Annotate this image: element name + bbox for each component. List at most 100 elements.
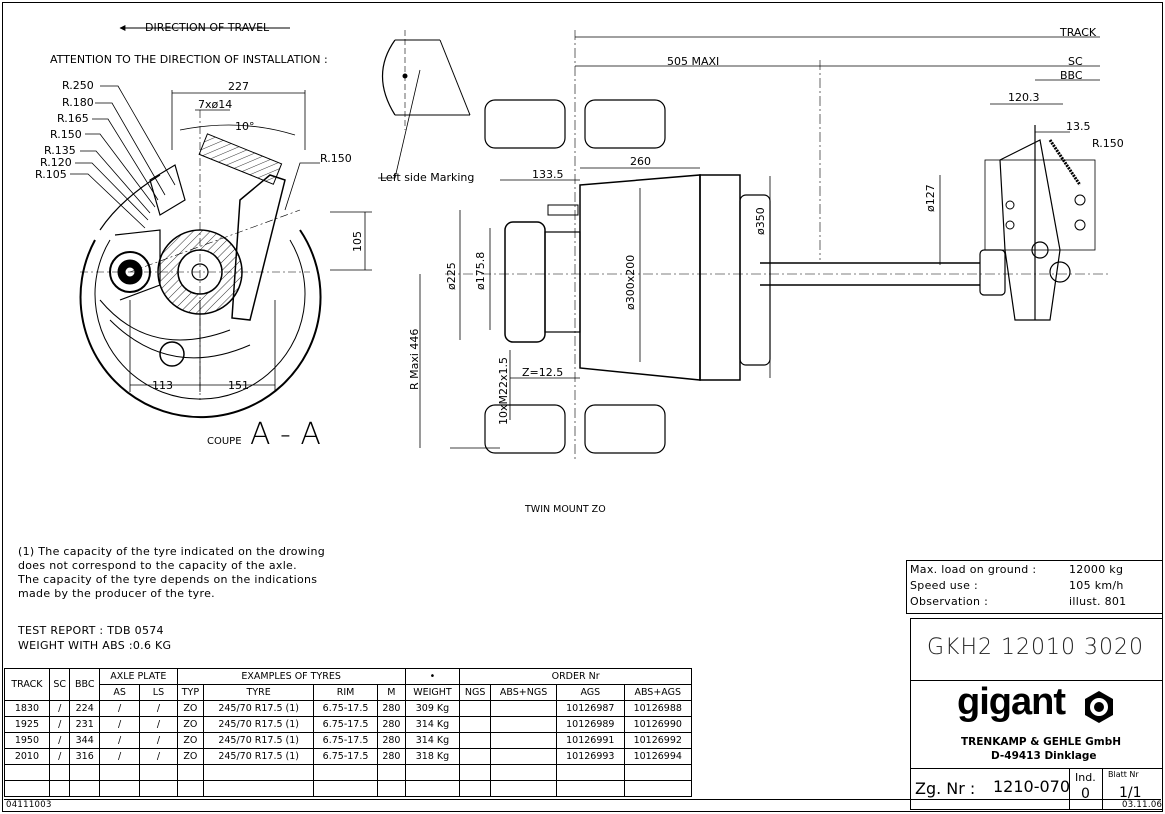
cell-bbc: 224	[69, 700, 100, 717]
dim-505: 505 MAXI	[667, 55, 719, 68]
dim-350: ø350	[754, 207, 767, 235]
cell-absags: 10126992	[623, 732, 692, 749]
cell-absags: 10126994	[623, 748, 692, 765]
cell-as: /	[98, 716, 141, 733]
dim-z: Z=12.5	[522, 366, 563, 379]
cell-tyre: 245/70 R17.5 (1)	[203, 700, 315, 717]
dim-260: 260	[630, 155, 651, 168]
cell-absngs	[490, 716, 558, 733]
section-label: A - A	[250, 417, 321, 452]
cell-typ: ZO	[176, 716, 205, 733]
index-value: 0	[1081, 786, 1090, 802]
load-specs-box: Max. load on ground : 12000 kg Speed use…	[906, 560, 1163, 614]
cell-tyre: 245/70 R17.5 (1)	[203, 732, 315, 749]
observation-label: Observation :	[910, 595, 989, 608]
cell-bbc: 231	[69, 716, 100, 733]
speed-label: Speed use :	[910, 579, 978, 592]
cell-ls: /	[139, 716, 178, 733]
cell-typ: ZO	[176, 732, 205, 749]
dim-r120: R.120	[40, 156, 72, 169]
technical-drawing: DIRECTION OF TRAVEL ATTENTION TO THE DIR…	[35, 21, 1124, 515]
cell-weight: 318 Kg	[404, 748, 461, 765]
left-side-marking: Left side Marking	[380, 171, 474, 184]
cell-rim: 6.75-17.5	[313, 716, 379, 733]
cell-absags: 10126990	[623, 716, 692, 733]
cell-as: /	[98, 700, 141, 717]
cell-ls: /	[139, 732, 178, 749]
brake-section-view	[79, 110, 322, 419]
cell-m: 280	[377, 700, 406, 717]
cell-track: 2010	[4, 748, 50, 765]
brand-nut-icon	[1085, 691, 1113, 723]
dim-227: 227	[228, 80, 249, 93]
dim-r135: R.135	[44, 144, 76, 157]
cell-absngs	[490, 732, 558, 749]
note-line-3: The capacity of the tyre depends on the …	[18, 573, 318, 586]
cell-bbc: 316	[69, 748, 100, 765]
dim-r150c: R.150	[1092, 137, 1124, 150]
th-abs-ngs: ABS+NGS	[490, 684, 558, 701]
th-typ: TYP	[176, 684, 205, 701]
observation-value: illust. 801	[1069, 595, 1127, 608]
cell-weight: 314 Kg	[404, 732, 461, 749]
dim-r180: R.180	[62, 96, 94, 109]
cell-sc: /	[48, 732, 71, 749]
coupe-label: COUPE	[207, 436, 242, 447]
dim-127: ø127	[924, 184, 937, 212]
dim-r165: R.165	[57, 112, 89, 125]
sc-label: SC	[1068, 55, 1083, 68]
cell-ngs	[459, 700, 492, 717]
dim-r-maxi: R Maxi 446	[408, 329, 421, 390]
cell-bbc: 344	[69, 732, 100, 749]
dim-133-5: 133.5	[532, 168, 564, 181]
cell-ags: 10126987	[556, 700, 625, 717]
dimension-lines	[419, 36, 1100, 449]
cell-sc: /	[48, 700, 71, 717]
dim-175-8: ø175.8	[474, 252, 487, 290]
load-label: Max. load on ground :	[910, 563, 1037, 576]
cell-weight: 309 Kg	[404, 700, 461, 717]
dim-r250: R.250	[62, 79, 94, 92]
dim-105: 105	[351, 231, 364, 252]
cell-ngs	[459, 716, 492, 733]
dim-r150b: R.150	[320, 152, 352, 165]
th-as: AS	[98, 684, 141, 701]
cell-tyre: 245/70 R17.5 (1)	[203, 716, 315, 733]
cell-m: 280	[377, 748, 406, 765]
cell-ags: 10126993	[556, 748, 625, 765]
drawing-number: 1210-070	[993, 777, 1071, 796]
cell-m: 280	[377, 732, 406, 749]
th-axle-plate: AXLE PLATE	[98, 668, 178, 685]
spec-table: TRACK SC BBC AXLE PLATE EXAMPLES OF TYRE…	[4, 668, 692, 797]
dim-r105: R.105	[35, 168, 67, 181]
cell-rim: 6.75-17.5	[313, 732, 379, 749]
dim-151: 151	[228, 379, 249, 392]
cell-ngs	[459, 748, 492, 765]
cell-ags: 10126991	[556, 732, 625, 749]
title-block: GKH2 12010 3020 gigant TRENKAMP & GEHLE …	[910, 618, 1163, 810]
th-ls: LS	[139, 684, 178, 701]
cell-tyre: 245/70 R17.5 (1)	[203, 748, 315, 765]
dim-r150a: R.150	[50, 128, 82, 141]
cell-track: 1925	[4, 716, 50, 733]
th-abs-ags: ABS+AGS	[623, 684, 692, 701]
th-ags: AGS	[556, 684, 625, 701]
cell-typ: ZO	[176, 700, 205, 717]
speed-value: 105 km/h	[1069, 579, 1124, 592]
dim-13-5: 13.5	[1066, 120, 1091, 133]
direction-label: DIRECTION OF TRAVEL	[145, 21, 270, 34]
cell-as: /	[98, 732, 141, 749]
attention-label: ATTENTION TO THE DIRECTION OF INSTALLATI…	[50, 53, 328, 66]
dim-300x200: ø300x200	[624, 255, 637, 310]
th-sc: SC	[48, 668, 71, 701]
twin-mount-label: TWIN MOUNT ZO	[524, 504, 606, 515]
bbc-label: BBC	[1060, 69, 1083, 82]
sheet-label: Blatt Nr	[1108, 770, 1139, 779]
dim-holes: 7xø14	[198, 98, 232, 111]
company-address: D-49413 Dinklage	[991, 750, 1097, 762]
th-track: TRACK	[4, 668, 50, 701]
brand-logo: gigant	[957, 681, 1066, 723]
